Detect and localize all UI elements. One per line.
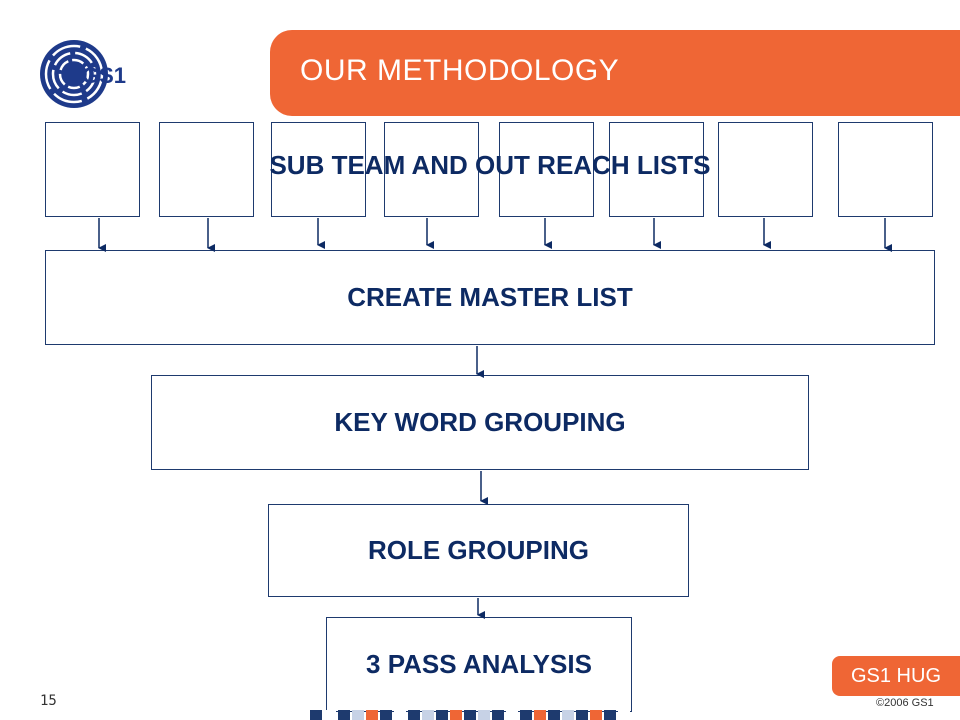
strip-block — [520, 710, 532, 720]
gs1-logo-icon: GS1 — [40, 40, 126, 108]
strip-block — [352, 710, 364, 720]
source-list-box — [838, 122, 933, 217]
role-grouping-label: ROLE GROUPING — [367, 535, 589, 565]
strip-block — [324, 710, 336, 720]
strip-block — [380, 710, 392, 720]
strip-block — [492, 710, 504, 720]
source-list-box — [718, 122, 813, 217]
strip-block — [310, 710, 322, 720]
create-master-list-label: CREATE MASTER LIST — [347, 282, 633, 312]
strip-block — [618, 710, 630, 720]
source-list-box — [45, 122, 140, 217]
hug-badge: GS1 HUG — [832, 656, 960, 696]
strip-block — [422, 710, 434, 720]
strip-block — [576, 710, 588, 720]
strip-block — [338, 710, 350, 720]
strip-block — [394, 710, 406, 720]
lists-label: SUB TEAM AND OUT REACH LISTS — [269, 150, 711, 180]
strip-block — [604, 710, 616, 720]
source-list-box — [499, 122, 594, 217]
three-pass-analysis-label: 3 PASS ANALYSIS — [366, 649, 592, 679]
title-banner: OUR METHODOLOGY — [270, 30, 960, 116]
create-master-list-box: CREATE MASTER LIST — [45, 250, 935, 345]
key-word-grouping-label: KEY WORD GROUPING — [334, 407, 626, 437]
strip-block — [450, 710, 462, 720]
strip-block — [562, 710, 574, 720]
source-list-box — [159, 122, 254, 217]
strip-block — [478, 710, 490, 720]
page-number: 15 — [40, 693, 57, 709]
role-grouping-box: ROLE GROUPING — [268, 504, 689, 597]
strip-block — [534, 710, 546, 720]
page-title: OUR METHODOLOGY — [300, 54, 620, 87]
key-word-grouping-box: KEY WORD GROUPING — [151, 375, 809, 470]
gs1-logo: GS1 — [38, 38, 134, 110]
source-list-box — [609, 122, 704, 217]
strip-block — [408, 710, 420, 720]
strip-block — [366, 710, 378, 720]
strip-block — [464, 710, 476, 720]
strip-block — [548, 710, 560, 720]
strip-block — [590, 710, 602, 720]
gs1-logo-text: GS1 — [82, 63, 126, 88]
copyright: ©2006 GS1 — [876, 697, 934, 709]
strip-block — [436, 710, 448, 720]
strip-block — [506, 710, 518, 720]
source-list-box — [384, 122, 479, 217]
source-list-box — [271, 122, 366, 217]
decorative-strip — [310, 710, 632, 720]
three-pass-analysis-box: 3 PASS ANALYSIS — [326, 617, 632, 712]
